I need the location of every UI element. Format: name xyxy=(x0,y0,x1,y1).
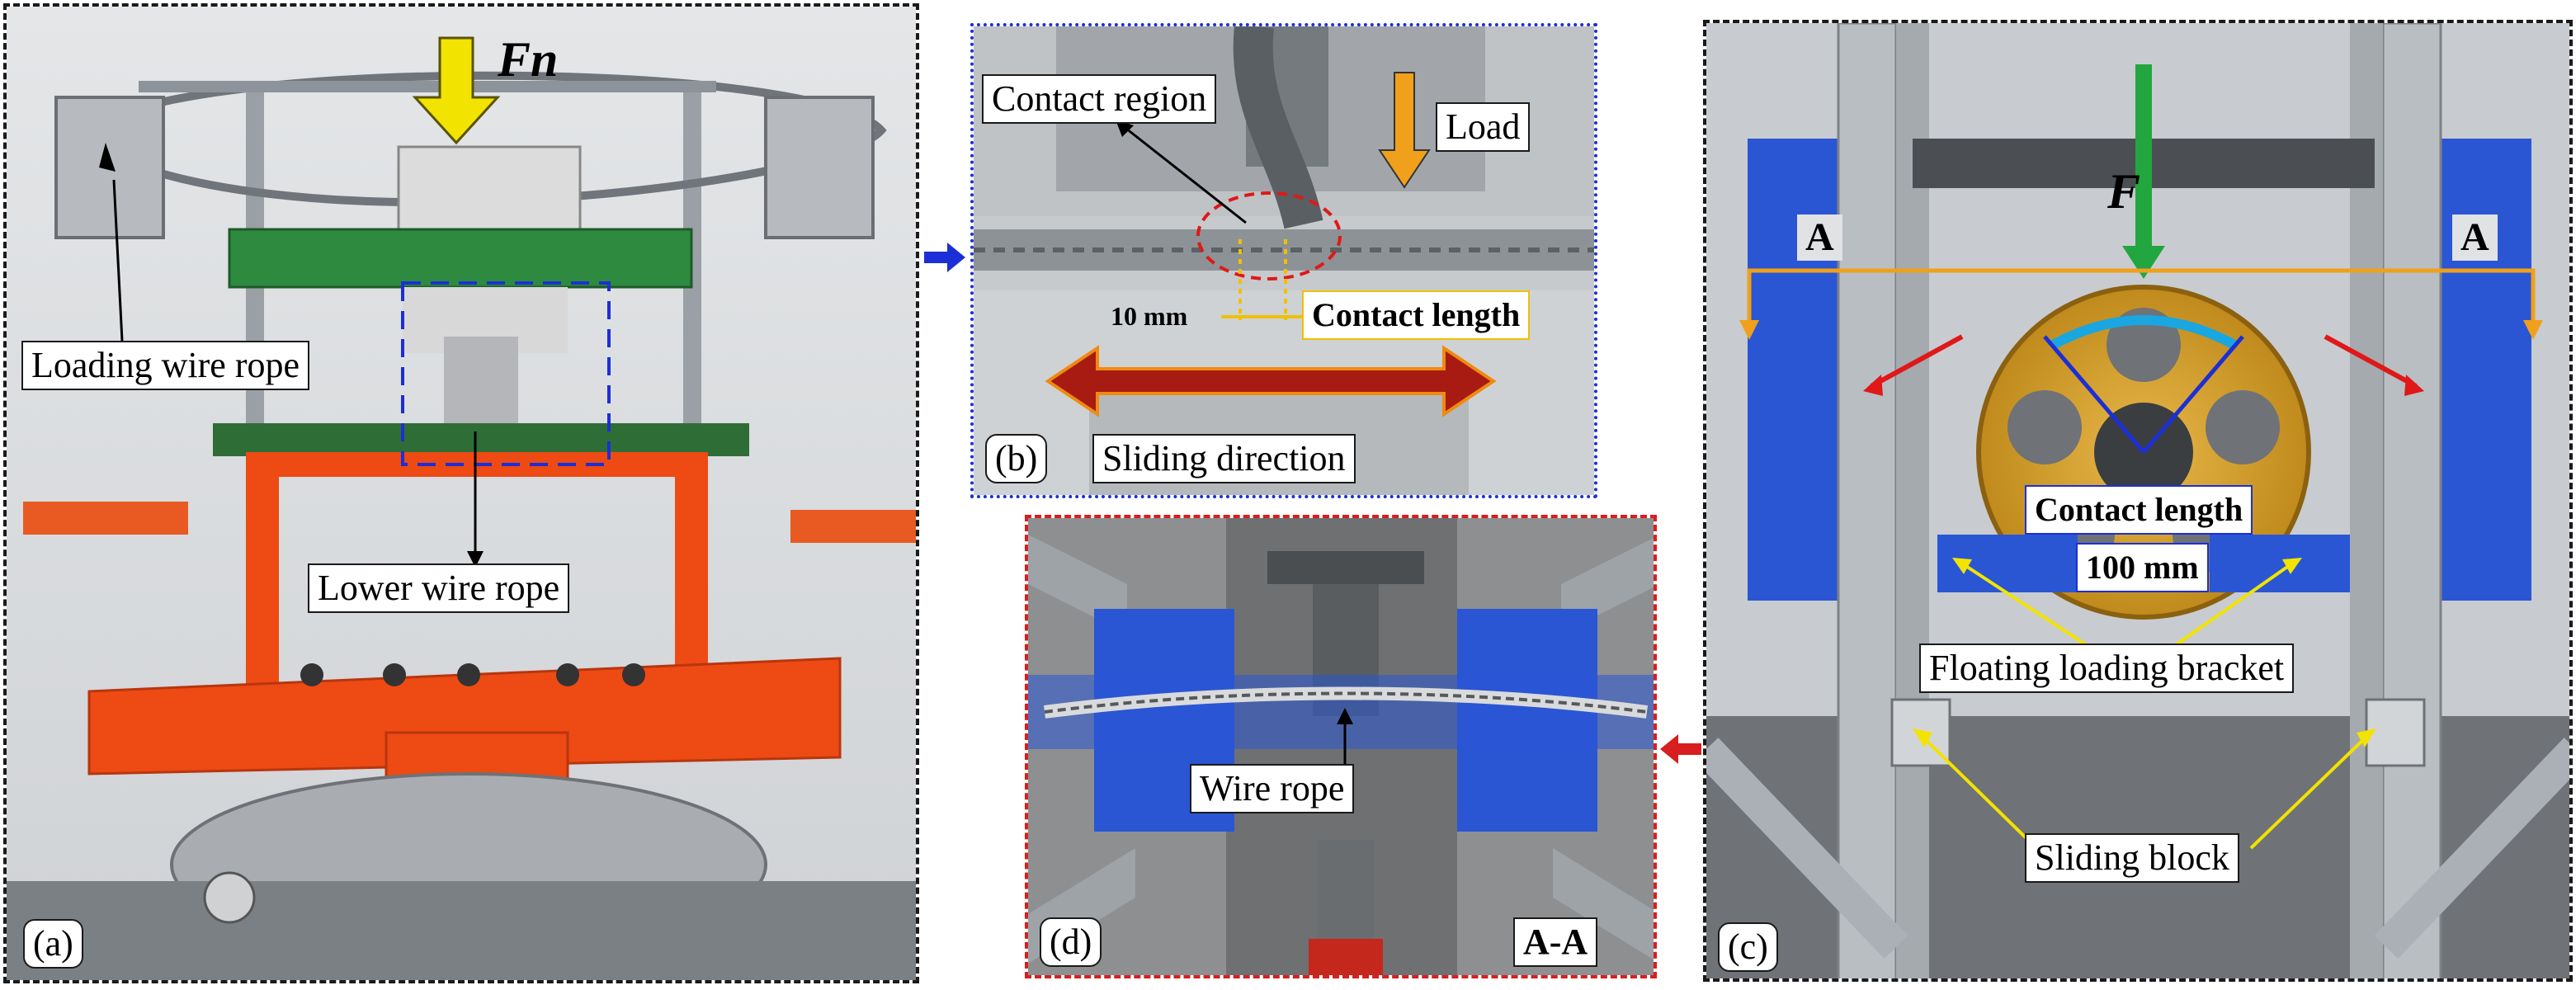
label-contact-region: Contact region xyxy=(982,74,1217,124)
panel-tag-c: (c) xyxy=(1718,922,1778,972)
label-load: Load xyxy=(1436,102,1531,152)
panel-tag-a: (a) xyxy=(23,919,83,969)
panel-tag-b: (b) xyxy=(985,434,1048,483)
label-wire-rope: Wire rope xyxy=(1190,764,1355,813)
panel-c: F A A Contact length 100 mm Floating loa… xyxy=(1703,20,2573,982)
label-section-a-right: A xyxy=(2452,214,2498,261)
panel-a: Fn Loading wire rope Lower wire rope (a) xyxy=(3,3,919,983)
label-contact-length-b: Contact length xyxy=(1302,290,1531,340)
panel-d-photo xyxy=(1028,518,1654,975)
panel-d: Wire rope A-A (d) xyxy=(1025,515,1657,978)
label-loading-wire-rope: Loading wire rope xyxy=(21,341,309,390)
label-contact-length-c: Contact length xyxy=(2025,485,2253,535)
label-ten-mm: 10 mm xyxy=(1111,301,1188,331)
panel-b: Contact region Load 10 mm Contact length… xyxy=(970,23,1597,498)
arrow-c-to-d xyxy=(1660,734,1701,764)
label-lower-wire-rope: Lower wire rope xyxy=(308,563,570,613)
panel-a-photo xyxy=(7,7,916,980)
panel-tag-d: (d) xyxy=(1040,917,1102,967)
force-label-f: F xyxy=(2107,164,2141,219)
label-sliding-block: Sliding block xyxy=(2025,833,2239,883)
label-hundred-mm: 100 mm xyxy=(2076,543,2209,592)
label-section-a-a-d: A-A xyxy=(1513,917,1598,967)
force-label-fn: Fn xyxy=(498,32,559,87)
label-sliding-direction: Sliding direction xyxy=(1092,434,1356,483)
arrow-a-to-b xyxy=(924,243,965,272)
panel-c-photo xyxy=(1706,23,2569,978)
label-section-a-left: A xyxy=(1797,214,1842,261)
label-floating-bracket: Floating loading bracket xyxy=(1919,644,2295,693)
